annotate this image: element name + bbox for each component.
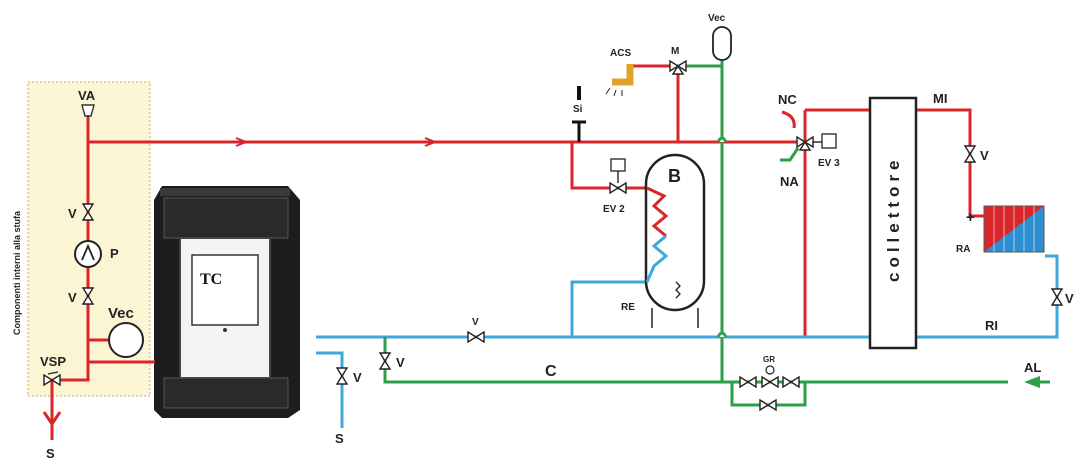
manifold-collettore: collettore <box>868 96 918 350</box>
v-label-return: V <box>1065 291 1074 306</box>
probe-si: Si <box>572 86 586 142</box>
al-label: AL <box>1024 360 1041 375</box>
plus-label: + <box>966 209 975 226</box>
drain-s-mid: V S <box>335 367 362 446</box>
mi-label: MI <box>933 91 947 106</box>
b-label: B <box>668 166 681 186</box>
valve-v-c-line <box>379 352 391 370</box>
ev3-label: EV 3 <box>818 158 840 169</box>
acs-label: ACS <box>610 48 631 59</box>
vec-stove-label: Vec <box>108 305 134 322</box>
vec-top-label: Vec <box>708 13 726 24</box>
v-label-c-line: V <box>396 355 405 370</box>
nc-label: NC <box>778 92 797 107</box>
hot-water-tap-acs: ACS <box>605 48 634 97</box>
safety-valve-vsp: VSP <box>40 354 66 386</box>
ra-label: RA <box>956 244 970 255</box>
m-label: M <box>671 46 679 57</box>
va-label: VA <box>78 88 96 103</box>
drain-s-left: S <box>42 411 62 461</box>
vsp-label: VSP <box>40 354 66 369</box>
ri-label: RI <box>985 318 998 333</box>
v-label-mi: V <box>980 148 989 163</box>
v-label-stove-bottom: V <box>68 290 77 305</box>
nc-marker <box>781 110 796 129</box>
tc-label: TC <box>200 271 222 288</box>
pump-icon: P <box>74 240 119 268</box>
collettore-label: collettore <box>884 155 903 282</box>
valve-ev3: EV 3 <box>796 133 840 169</box>
mixer-valve-m: M <box>669 46 687 75</box>
v-label-stove-top: V <box>68 206 77 221</box>
re-label: RE <box>621 302 635 313</box>
mains-pipes <box>383 60 1050 407</box>
s-mid-label: S <box>335 431 344 446</box>
expansion-vessel-stove: Vec <box>108 305 144 358</box>
valve-group-gr: GR <box>739 355 800 411</box>
air-vent-va: VA <box>78 88 96 117</box>
pump-label: P <box>110 246 119 261</box>
crossing-hump-top <box>716 136 728 143</box>
hot-pipes <box>50 64 985 440</box>
ev2-label: EV 2 <box>603 204 625 215</box>
valve-v-blue-line <box>467 331 485 343</box>
radiator-ra: + RA <box>956 205 1045 255</box>
valve-ev2: EV 2 <box>603 158 627 215</box>
v-label-blue-line: V <box>472 317 479 328</box>
valve-v-return <box>1051 288 1063 306</box>
crossing-hump-bottom <box>716 331 728 338</box>
v-label-s-mid: V <box>353 370 362 385</box>
gr-label: GR <box>763 355 775 364</box>
boiler-b: B RE <box>621 153 706 328</box>
na-label: NA <box>780 174 799 189</box>
valve-v-mi <box>964 145 976 163</box>
side-note-label: Componenti interni alla stufa <box>12 210 22 335</box>
expansion-vessel-top: Vec <box>708 13 732 61</box>
s-left-label: S <box>46 446 55 461</box>
stove-tc: TC <box>154 186 300 418</box>
c-label: C <box>545 363 557 380</box>
si-label: Si <box>573 104 583 115</box>
